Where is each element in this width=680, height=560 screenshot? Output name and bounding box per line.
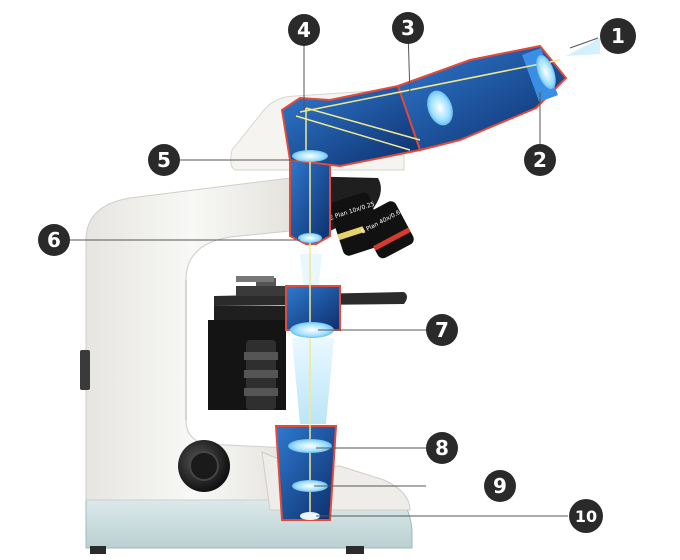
illumination-cone (292, 254, 334, 424)
callout-leader-lines (70, 29, 599, 517)
callout-5-label: 5 (157, 148, 171, 172)
lamp-bulb (300, 512, 320, 520)
callout-8: 8 (426, 432, 458, 464)
callout-5: 5 (148, 144, 180, 176)
objective-lens-lower: E Plan 40x/0.65 (360, 201, 414, 259)
callout-3: 3 (392, 12, 424, 44)
callout-1: 1 (600, 18, 636, 54)
light-rays (295, 59, 561, 520)
lens-field (288, 439, 332, 453)
eyepiece-light-beam (566, 38, 600, 56)
callout-2: 2 (524, 144, 556, 176)
callout-9-label: 9 (493, 474, 507, 498)
lens-eyepiece (536, 54, 556, 90)
callout-3-label: 3 (401, 16, 415, 40)
callout-7-label: 7 (435, 318, 449, 342)
callout-10-label: 10 (575, 507, 597, 526)
focus-knob (178, 440, 230, 492)
callout-6-label: 6 (47, 228, 61, 252)
callout-10: 10 (569, 499, 603, 533)
callout-9: 9 (484, 470, 516, 502)
callout-4: 4 (288, 14, 320, 46)
callout-2-label: 2 (533, 148, 547, 172)
callout-6: 6 (38, 224, 70, 256)
optical-path-cutaway (274, 38, 600, 521)
callout-7: 7 (426, 314, 458, 346)
callout-4-label: 4 (297, 18, 311, 42)
lens-prism (427, 90, 453, 126)
lens-collector (292, 480, 328, 492)
lens-condenser (290, 322, 334, 338)
callout-8-label: 8 (435, 436, 449, 460)
callout-1-label: 1 (611, 24, 625, 48)
side-switch (80, 350, 90, 390)
focus-column (208, 320, 286, 410)
lens-tube (292, 150, 328, 162)
lens-objective-back (298, 233, 322, 243)
